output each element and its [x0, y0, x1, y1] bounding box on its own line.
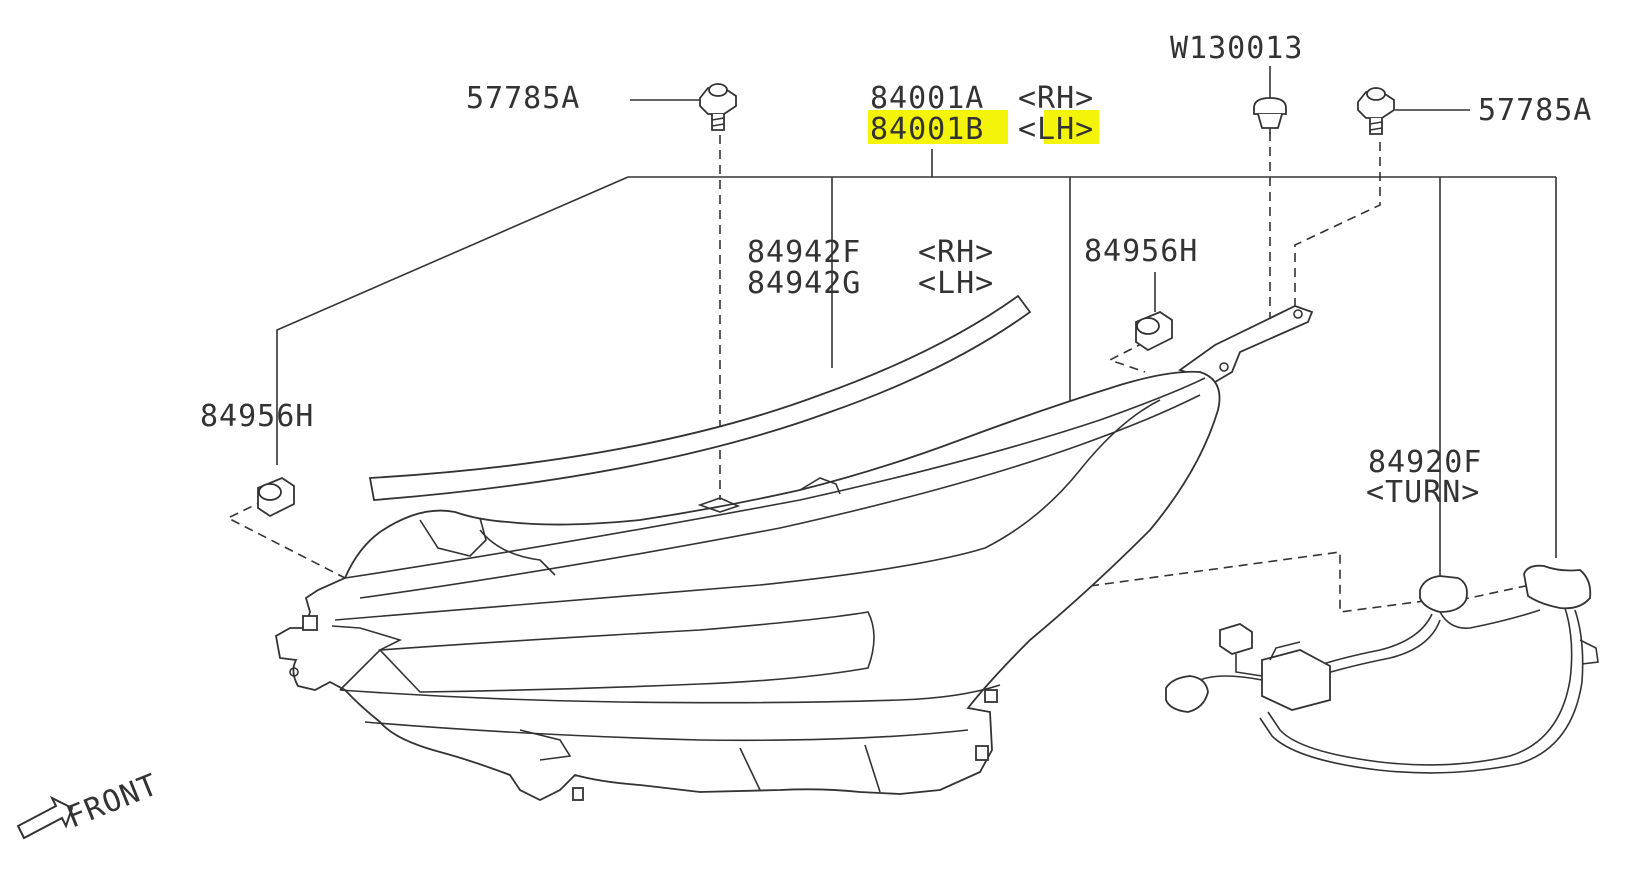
label-84942g-side: <LH> [918, 266, 994, 301]
label-84920f: 84920F [1368, 445, 1482, 480]
label-84956h-top: 84956H [1084, 234, 1198, 269]
cushion-84956h-left-icon [257, 476, 295, 518]
label-57785a-right: 57785A [1478, 93, 1592, 128]
label-84001b: 84001B [870, 112, 984, 147]
turn-socket-harness-84920f-icon [1165, 564, 1599, 774]
label-84001b-side: <LH> [1018, 112, 1094, 147]
callout-lines [276, 66, 1557, 583]
cushion-84956h-top-icon [1135, 310, 1173, 352]
headlamp-assembly-icon [275, 305, 1314, 802]
label-84956h-left: 84956H [200, 399, 314, 434]
install-dashed-lines [226, 132, 1531, 613]
label-84942f-side: <RH> [918, 235, 994, 270]
front-arrow-icon [16, 795, 74, 840]
label-front: FRONT [62, 767, 163, 835]
label-84942g: 84942G [747, 266, 861, 301]
label-84920f-turn: <TURN> [1366, 475, 1480, 510]
label-84001a: 84001A [870, 81, 984, 116]
clip-w130013-icon [1253, 97, 1287, 134]
label-84001a-side: <RH> [1018, 81, 1094, 116]
label-84942f: 84942F [747, 235, 861, 270]
seal-strip-84942-icon [368, 294, 1032, 501]
bolt-57785a-right-icon [1357, 87, 1395, 135]
label-57785a-left: 57785A [466, 81, 580, 116]
label-w130013: W130013 [1170, 31, 1303, 66]
bolt-57785a-left-icon [699, 83, 737, 131]
highlight-side-lh [1044, 110, 1099, 144]
highlight-part-number [868, 110, 1008, 144]
